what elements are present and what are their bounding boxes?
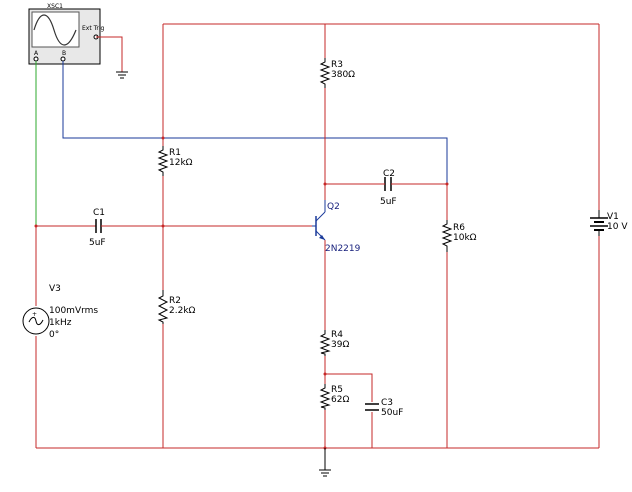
r6-ref: R6 (453, 223, 465, 233)
scope-ground-wire (96, 36, 128, 79)
r4-ref: R4 (331, 330, 343, 340)
r1-ref: R1 (169, 148, 181, 158)
ground-symbol (319, 448, 331, 477)
ac-source-v3[interactable]: + V3 100mVrms 1kHz 0° (22, 284, 98, 340)
resistor-r6[interactable]: R6 10kΩ (441, 220, 477, 252)
scope-port-a[interactable] (33, 56, 39, 62)
capacitor-c1[interactable]: C1 5uF (89, 208, 107, 248)
scope-port-a-label: A (34, 50, 39, 57)
resistor-r2[interactable]: R2 2.2kΩ (157, 290, 196, 324)
svg-text:+: + (32, 311, 37, 318)
resistor-r3[interactable]: R3 380Ω (319, 58, 355, 88)
r2-value: 2.2kΩ (169, 306, 196, 316)
capacitor-c2[interactable]: C2 5uF (380, 169, 397, 207)
sine-wave-icon (33, 14, 77, 46)
circuit-wires[interactable] (35, 23, 600, 449)
junction-dots (34, 136, 449, 450)
resistor-r1[interactable]: R1 12kΩ (157, 146, 193, 176)
dc-source-v1[interactable]: V1 10 V (590, 210, 628, 236)
resistor-r4[interactable]: R4 39Ω (319, 330, 349, 356)
r3-ref: R3 (331, 60, 343, 70)
scope-label: XSC1 (47, 3, 63, 10)
c2-ref: C2 (383, 169, 395, 179)
v3-freq: 1kHz (49, 318, 72, 328)
q2-value: 2N2219 (325, 244, 361, 254)
c3-ref: C3 (381, 398, 393, 408)
scope-port-b-label: B (62, 50, 66, 57)
ac-wave-icon (28, 316, 44, 326)
c1-ref: C1 (93, 208, 105, 218)
c3-value: 50uF (381, 408, 403, 418)
resistor-r5[interactable]: R5 62Ω (319, 384, 349, 410)
r5-ref: R5 (331, 385, 343, 395)
channel-b-wire[interactable] (62, 61, 448, 184)
v3-phase: 0° (49, 330, 59, 340)
scope-port-b[interactable] (60, 56, 66, 62)
v1-ref: V1 (607, 212, 619, 222)
r3-value: 380Ω (331, 70, 355, 80)
r4-value: 39Ω (331, 340, 349, 350)
r2-ref: R2 (169, 296, 181, 306)
q2-ref: Q2 (327, 202, 340, 212)
scope-ext-trig-label: Ext Trig (82, 25, 105, 32)
r6-value: 10kΩ (453, 233, 477, 243)
r5-value: 62Ω (331, 395, 349, 405)
c1-value: 5uF (89, 238, 106, 248)
v1-value: 10 V (607, 222, 628, 232)
c2-value: 5uF (380, 197, 397, 207)
capacitor-c3[interactable]: C3 50uF (365, 398, 403, 418)
oscilloscope-xsc1[interactable]: XSC1 A B Ext Trig (28, 3, 105, 65)
transistor-q2[interactable]: Q2 2N2219 (312, 200, 361, 254)
v3-ref: V3 (49, 284, 61, 294)
r1-value: 12kΩ (169, 158, 193, 168)
v3-value: 100mVrms (49, 306, 98, 316)
